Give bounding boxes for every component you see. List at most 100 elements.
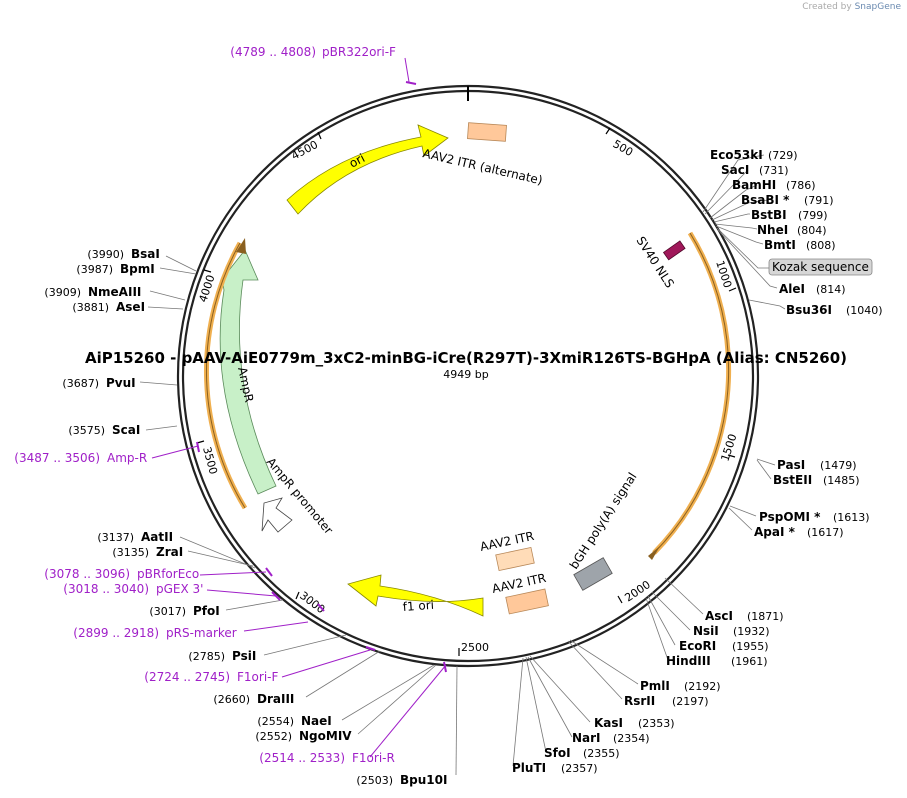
primer-pos-f1ori-f: (2724 .. 2745) (144, 670, 230, 684)
cds-left-outline (205, 242, 246, 509)
site-name-pfoi: PfoI (193, 604, 220, 618)
feature-ampr-promoter[interactable] (261, 497, 293, 533)
tick-2000 (617, 595, 623, 604)
leader-pfoi (225, 599, 284, 611)
primer-leader-f1ori-f (281, 649, 371, 678)
primer-mark-prs-marker (317, 603, 325, 612)
site-name-pasi: PasI (777, 458, 805, 472)
backbone (176, 84, 760, 668)
site-pos-bstbi: (799) (798, 209, 828, 222)
feature-sv40-nls[interactable] (662, 240, 686, 261)
site-pos-pfoi: (3017) (149, 605, 186, 618)
site-name-sfoi: SfoI (544, 746, 571, 760)
site-name-nmeaiii: NmeAIII (88, 285, 141, 299)
leader-sfoi (525, 656, 547, 753)
site-pos-draiii: (2660) (213, 693, 250, 706)
site-name-bsteii: BstEII (773, 473, 812, 487)
leader-psii (263, 634, 347, 656)
kozak-box (768, 258, 873, 276)
leader-apai (728, 507, 753, 531)
leader-bpmi (159, 267, 197, 275)
primer-mark-f1ori-f (365, 646, 376, 651)
leader-bstEII (756, 459, 772, 480)
site-name-nhei: NheI (757, 223, 788, 237)
feature-label-aav2-itr-alternate: AAV2 ITR (alternate) (421, 146, 544, 187)
site-pos-bsai: (3990) (87, 248, 124, 261)
snapgene-credit: Created by SnapGene (802, 2, 901, 12)
feature-ampr[interactable] (219, 249, 277, 495)
site-name-psii: PsiI (232, 649, 256, 663)
site-name-scai: ScaI (112, 423, 140, 437)
site-name-draiii: DraIII (257, 692, 294, 706)
leader-ecori (647, 595, 676, 646)
site-name-rsrii: RsrII (624, 694, 655, 708)
leader-ngomiv (357, 664, 437, 735)
feature-bgh-polya[interactable] (573, 557, 613, 591)
feature-aav2-itr-1[interactable] (495, 546, 535, 572)
site-name-bsai: BsaI (131, 247, 160, 261)
site-name-bpmi: BpmI (120, 262, 155, 276)
site-pos-pluti: (2357) (561, 762, 598, 775)
primer-leader-pbr322ori-f (404, 57, 410, 83)
primer-name-f1ori-f: F1ori-F (237, 670, 278, 684)
site-name-pspomi: PspOMI * (759, 510, 821, 524)
feature-label-f1-ori: f1 ori (402, 598, 434, 614)
scale-ticks: 500 1000 1500 2000 2500 3000 3500 4000 4… (196, 127, 740, 656)
leader-bstbi (713, 213, 750, 223)
site-name-saci: SacI (721, 163, 749, 177)
leader-hindiii (645, 597, 669, 661)
primer-pos-pbrforeco: (3078 .. 3096) (44, 567, 130, 581)
site-pos-naei: (2554) (257, 715, 294, 728)
primer-mark-f1ori-r (443, 661, 447, 673)
feature-label-sv40-nls: SV40 NLS (633, 234, 676, 290)
feature-label-bgh-polya: bGH poly(A) signal (567, 470, 640, 572)
primer-name-prs-marker: pRS-marker (166, 626, 237, 640)
site-pos-pspomi: (1613) (833, 511, 870, 524)
site-pos-bpmi: (3987) (76, 263, 113, 276)
site-name-ecori: EcoRI (679, 639, 716, 653)
site-pos-ecori: (1955) (732, 640, 769, 653)
leader-zrai (187, 550, 254, 567)
feature-label-ori: ori (347, 151, 367, 171)
leader-kozak (716, 227, 769, 269)
leader-bmti (715, 225, 764, 245)
site-pos-apai: (1617) (807, 526, 844, 539)
feature-f1-ori[interactable] (347, 574, 484, 617)
leader-bsabi (711, 199, 769, 221)
tick-label-500: 500 (611, 137, 636, 159)
site-pos-pvui: (3687) (62, 377, 99, 390)
leader-saci (704, 169, 749, 215)
plasmid-size: 4949 bp (443, 368, 488, 381)
site-name-nsii: NsiI (693, 624, 719, 638)
site-pos-bamhi: (786) (786, 179, 816, 192)
primer-name-f1ori-r: F1ori-R (352, 751, 395, 765)
feature-ori[interactable] (286, 124, 449, 215)
site-pos-aatii: (3137) (97, 531, 134, 544)
leader-nari (527, 656, 573, 738)
site-pos-kasi: (2353) (638, 717, 675, 730)
primer-leader-pgex3 (206, 589, 277, 597)
leader-pluti (512, 657, 524, 767)
primer-pos-pbr322ori-f: (4789 .. 4808) (230, 45, 316, 59)
site-pos-zrai: (3135) (112, 546, 149, 559)
primer-leader-pbrforeco (199, 571, 267, 576)
site-pos-rsrii: (2197) (672, 695, 709, 708)
feature-aav2-itr-2[interactable] (505, 588, 549, 615)
feature-aav2-itr-alternate[interactable] (467, 122, 507, 142)
tick-label-2000: 2000 (622, 578, 652, 604)
site-name-asei: AseI (116, 300, 145, 314)
kozak-label: Kozak sequence (772, 260, 869, 274)
site-name-apai: ApaI * (754, 525, 796, 539)
site-name-eco53ki: Eco53kI (710, 148, 763, 162)
site-name-bsu36i: Bsu36I (786, 303, 832, 317)
site-pos-bpu10i: (2503) (356, 774, 393, 787)
site-pos-asei: (3881) (72, 301, 109, 314)
site-name-pluti: PluTI (512, 761, 546, 775)
tick-500 (605, 127, 611, 135)
kozak-badge[interactable]: Kozak sequence (768, 258, 873, 276)
site-pos-ngomiv: (2552) (255, 730, 292, 743)
leader-rsrii (567, 640, 623, 700)
primer-name-pbr322ori-f: pBR322ori-F (322, 45, 396, 59)
primer-name-pbrforeco: pBRforEco (137, 567, 199, 581)
